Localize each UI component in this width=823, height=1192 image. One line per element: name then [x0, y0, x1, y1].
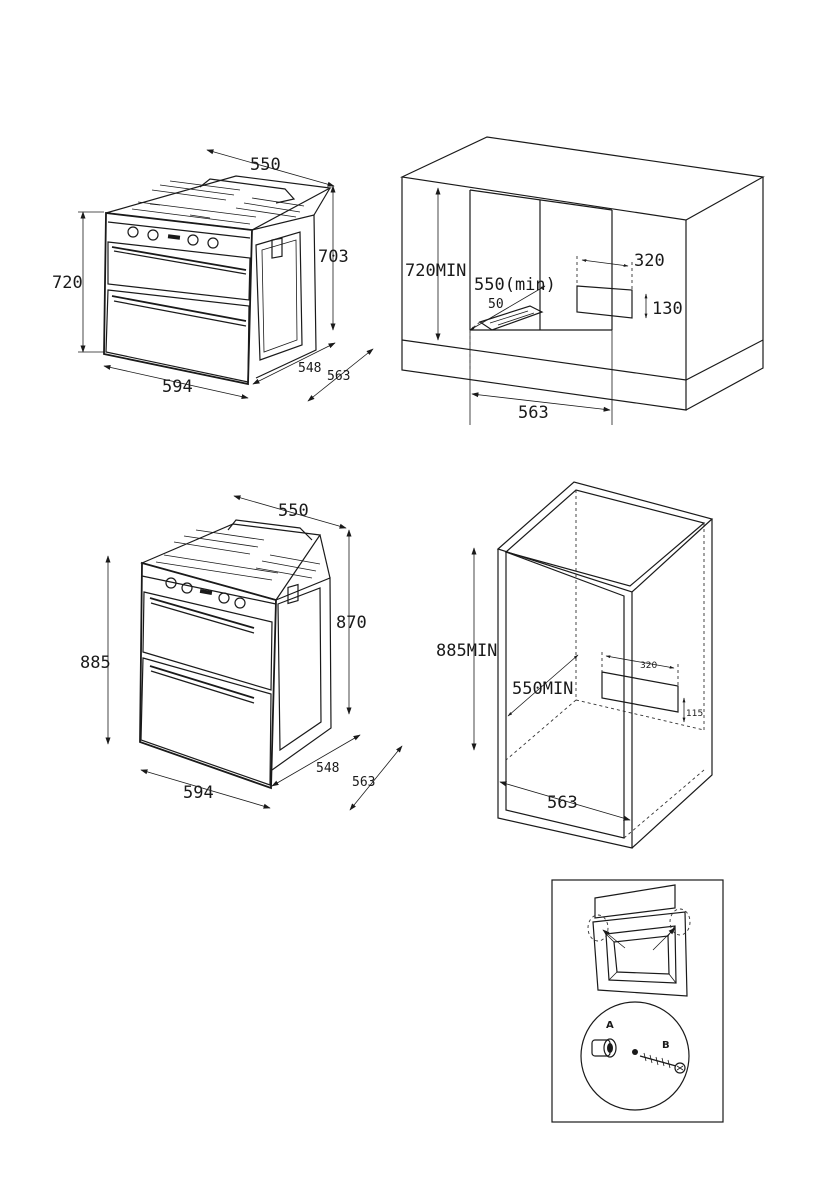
fig3-width-top-label: 550 — [278, 501, 309, 521]
fig4-height-min-label: 885MIN — [436, 641, 497, 661]
fig1-depth-inner-label: 548 — [298, 361, 321, 376]
fixing-plug-a — [592, 1039, 638, 1057]
oven-under-counter-figure: 550 720 703 548 563 594 — [52, 150, 373, 401]
fixing-label-a: A — [606, 1020, 614, 1031]
fixing-label-b: B — [662, 1040, 670, 1051]
fig4-vent-height-label: 115 — [686, 709, 703, 719]
fig3-depth-inner-label: 548 — [316, 761, 339, 776]
control-knobs — [128, 227, 218, 248]
cavity-tall-housing-figure: 320 115 885MIN 550MIN 563 — [436, 482, 712, 848]
fig2-vent-height-label: 130 — [652, 299, 683, 319]
fig1-depth-outer-label: 563 — [327, 369, 350, 384]
fixing-detail-figure: A B — [552, 880, 723, 1122]
oven-tall-housing-figure: 550 885 870 548 563 594 — [80, 496, 402, 810]
fig2-depth-label: 563 — [518, 403, 549, 423]
fig1-width-top-label: 550 — [250, 155, 281, 175]
fixing-screw-b — [640, 1053, 685, 1073]
fig4-vent-width-label: 320 — [640, 661, 657, 671]
fig2-vent-depth-label: 50 — [488, 297, 504, 312]
fig1-height-left-label: 720 — [52, 273, 83, 293]
control-knobs — [166, 578, 245, 608]
fig2-vent-width-label: 320 — [634, 251, 665, 271]
fig1-height-right-label: 703 — [318, 247, 349, 267]
fig3-height-right-label: 870 — [336, 613, 367, 633]
fig4-depth-label: 563 — [547, 793, 578, 813]
fig3-height-left-label: 885 — [80, 653, 111, 673]
fig3-depth-outer-label: 563 — [352, 775, 375, 790]
fig1-width-front-label: 594 — [162, 377, 193, 397]
cavity-under-counter-figure: 320 130 720MIN 550(min) 50 563 — [402, 137, 763, 425]
fig2-height-min-label: 720MIN — [405, 261, 466, 281]
fig3-width-front-label: 594 — [183, 783, 214, 803]
fig4-width-min-label: 550MIN — [512, 679, 573, 699]
fig2-width-min-label: 550(min) — [474, 275, 556, 295]
